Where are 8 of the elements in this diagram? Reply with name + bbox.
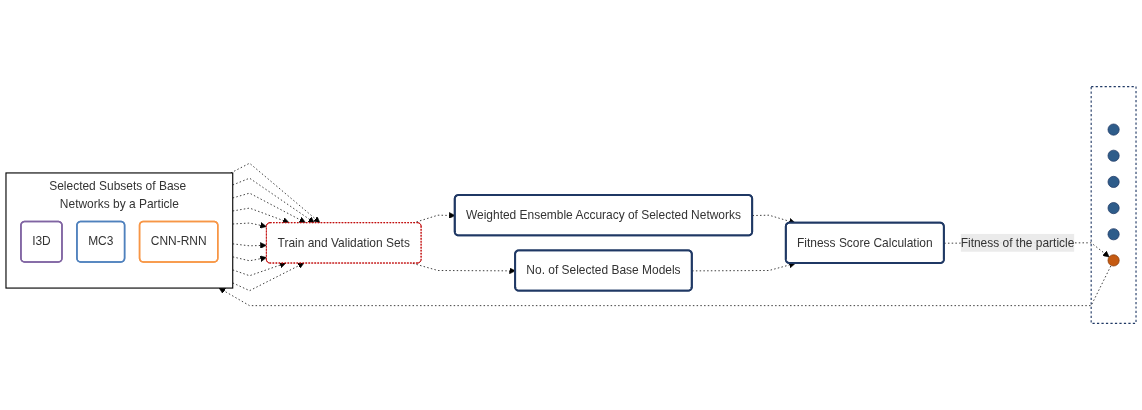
- node-circle: [1107, 228, 1120, 241]
- node-circle: [1107, 149, 1120, 162]
- node-circle: [1107, 175, 1120, 188]
- cluster: [1090, 86, 1137, 324]
- edge-label: Fitness of the particle: [960, 236, 1075, 249]
- node-circle: [1107, 123, 1120, 136]
- node-circle: [1107, 202, 1120, 215]
- node-circle: [1107, 254, 1120, 267]
